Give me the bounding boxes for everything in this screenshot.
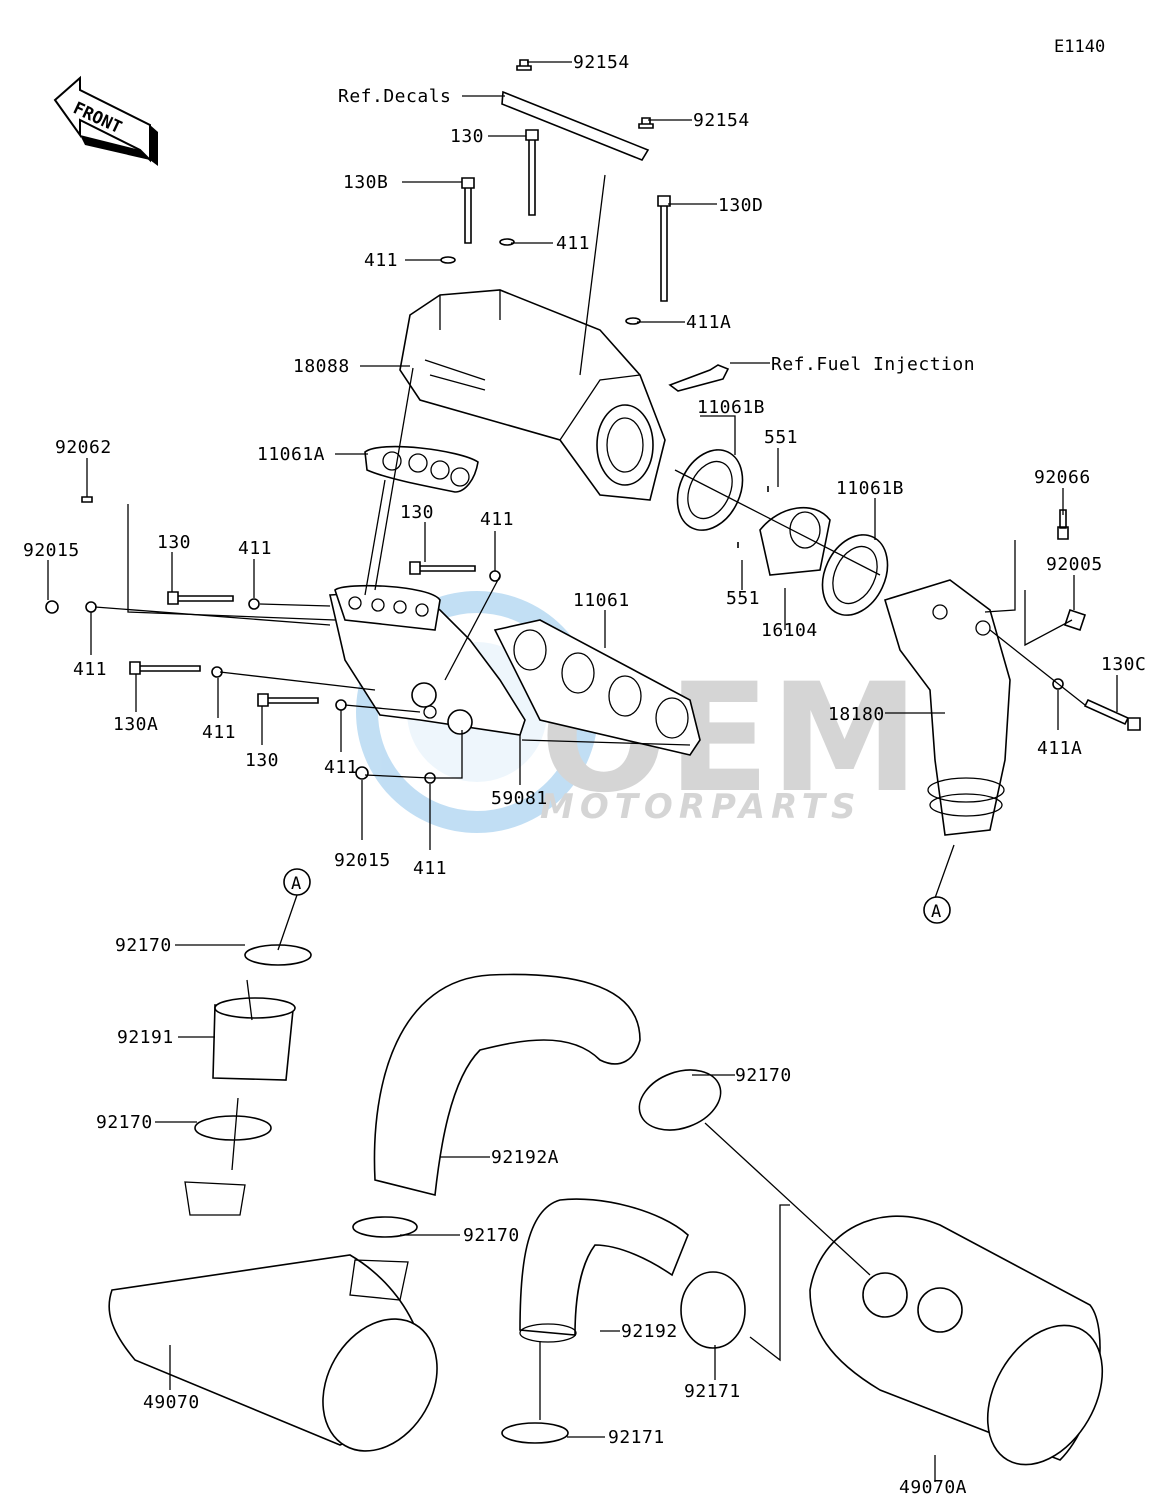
part-label-59081: 59081 [491, 788, 548, 809]
exhaust-cover [399, 289, 730, 501]
part-label-92154-b: 92154 [693, 110, 750, 131]
part-label-411-bot: 411 [413, 858, 447, 879]
part-label-411-l: 411 [238, 538, 272, 559]
part-label-11061B-a: 11061B [697, 397, 765, 418]
part-label-92170-a: 92170 [115, 935, 172, 956]
part-label-92062: 92062 [55, 437, 112, 458]
part-label-92191: 92191 [117, 1027, 174, 1048]
part-label-130-l: 130 [157, 532, 191, 553]
callout-a-top-label: A [291, 874, 301, 894]
part-label-411-low: 411 [324, 757, 358, 778]
ref-fuel-injection-label: Ref.Fuel Injection [771, 354, 975, 375]
part-label-16104: 16104 [761, 620, 818, 641]
part-label-551-a: 551 [764, 427, 798, 448]
part-label-92015-top: 92015 [23, 540, 80, 561]
part-label-92015-bot: 92015 [334, 850, 391, 871]
part-label-130B: 130B [343, 172, 388, 193]
callout-a-right: A [923, 896, 951, 924]
part-label-130-low: 130 [245, 750, 279, 771]
part-label-92154-a: 92154 [573, 52, 630, 73]
part-label-18088: 18088 [293, 356, 350, 377]
clamps-and-sleeve [194, 944, 746, 1444]
part-labels: 92154 Ref.Decals 92154 130 130B 130D 411… [23, 52, 1146, 1498]
part-label-18180: 18180 [828, 704, 885, 725]
part-label-11061A: 11061A [257, 444, 325, 465]
part-label-130-mid: 130 [400, 502, 434, 523]
part-label-551-b: 551 [726, 588, 760, 609]
exhaust-manifold [329, 584, 526, 736]
part-label-411-top-l: 411 [364, 250, 398, 271]
diagram-code: E1140 [1054, 37, 1105, 57]
part-label-92170-c: 92170 [735, 1065, 792, 1086]
part-label-11061B-b: 11061B [836, 478, 904, 499]
part-label-411A-top: 411A [686, 312, 731, 333]
part-label-92171-b: 92171 [608, 1427, 665, 1448]
part-label-411A-r: 411A [1037, 738, 1082, 759]
part-label-411-mid: 411 [480, 509, 514, 530]
part-label-130D: 130D [718, 195, 763, 216]
part-label-49070A: 49070A [899, 1477, 967, 1498]
watermark-sub: MOTORPARTS [540, 787, 861, 827]
part-label-130C: 130C [1101, 654, 1146, 675]
gaskets-upper [364, 445, 889, 616]
part-label-11061: 11061 [573, 590, 630, 611]
part-label-92066: 92066 [1034, 467, 1091, 488]
part-label-92192: 92192 [621, 1321, 678, 1342]
bolts-top [440, 59, 671, 325]
leader-lines [47, 61, 1118, 1482]
ref-decals-label: Ref.Decals [338, 86, 451, 107]
part-label-92170-d: 92170 [463, 1225, 520, 1246]
part-label-49070: 49070 [143, 1392, 200, 1413]
part-label-411-top-r: 411 [556, 233, 590, 254]
part-label-411-lm: 411 [202, 722, 236, 743]
hoses [373, 973, 689, 1343]
part-label-411-ll: 411 [73, 659, 107, 680]
callout-a-top: A [283, 868, 311, 896]
part-label-130A: 130A [113, 714, 158, 735]
part-label-92192A: 92192A [491, 1147, 559, 1168]
manifold-gasket [493, 619, 701, 756]
part-label-92005: 92005 [1046, 554, 1103, 575]
part-label-92170-b: 92170 [96, 1112, 153, 1133]
mufflers [108, 1181, 1104, 1466]
part-label-130-top: 130 [450, 126, 484, 147]
part-label-92171-a: 92171 [684, 1381, 741, 1402]
front-arrow-icon: FRONT [53, 75, 158, 166]
callout-a-right-label: A [931, 902, 941, 922]
exhaust-pipe-18180 [884, 579, 1011, 836]
